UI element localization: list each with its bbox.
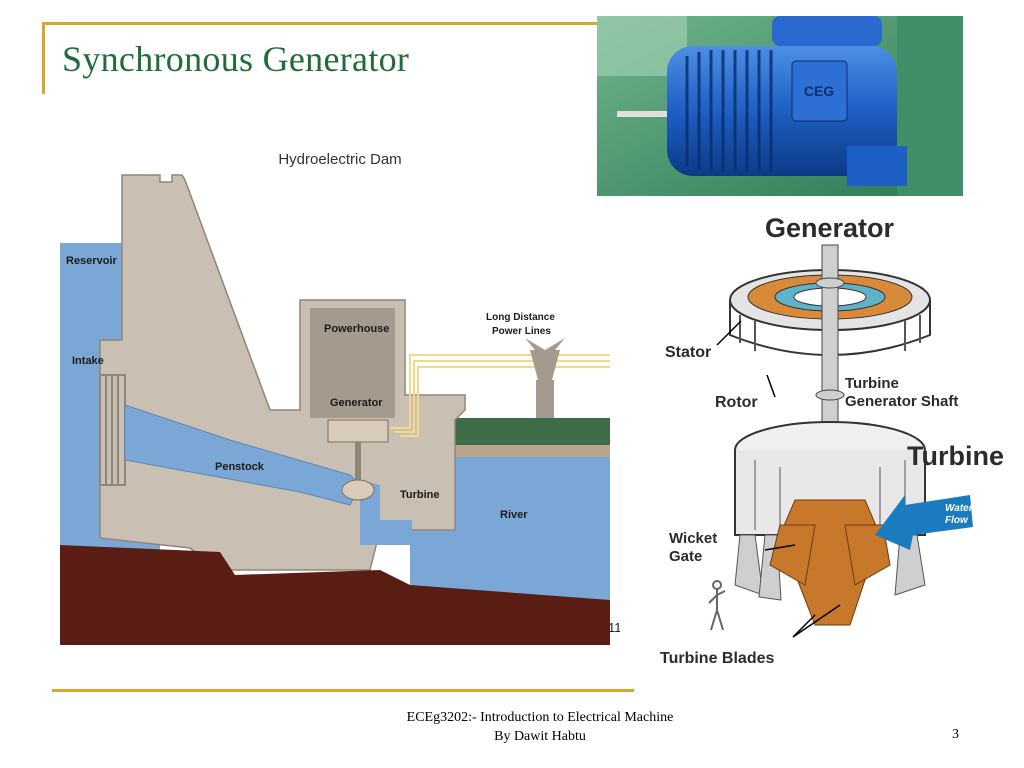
label-shaft-1: Turbine (845, 375, 899, 392)
draft-tube (360, 480, 412, 545)
generator-turbine-diagram: Generator Stator Rotor Turbine Generator… (660, 213, 1004, 667)
label-generator: Generator (330, 397, 383, 409)
slide-title: Synchronous Generator (62, 39, 410, 79)
footer-text: ECEg3202:- Introduction to Electrical Ma… (340, 708, 740, 746)
turbine-blades (769, 499, 891, 626)
turbine-unit (341, 479, 375, 501)
label-rotor: Rotor (715, 394, 758, 411)
label-stator: Stator (665, 344, 711, 361)
intake-grate (99, 374, 126, 486)
label-power-lines-2: Power Lines (492, 326, 551, 337)
label-wicket-2: Gate (669, 548, 702, 565)
powerhouse (310, 308, 395, 418)
footer-author: By Dawit Habtu (494, 729, 586, 744)
title-accent-rule (42, 22, 602, 25)
label-intake: Intake (72, 355, 104, 367)
transmission-tower (525, 338, 565, 418)
label-powerhouse: Powerhouse (324, 323, 389, 335)
corner-mark: 11 (608, 620, 620, 635)
label-water-1: Water (945, 503, 974, 514)
motor-shaft (617, 111, 677, 117)
power-lines (390, 354, 610, 437)
page-number: 3 (952, 727, 959, 742)
label-turbine-blades: Turbine Blades (660, 650, 774, 667)
dam-diagram-title: Hydroelectric Dam (278, 151, 401, 168)
generator-title: Generator (765, 213, 895, 243)
label-water-2: Flow (945, 515, 969, 526)
label-turbine-big: Turbine (907, 441, 1004, 471)
river-bank (455, 418, 610, 450)
hydroelectric-dam-diagram: Hydroelectric Dam Reservoir Intake Power… (60, 151, 620, 645)
label-penstock: Penstock (215, 461, 265, 473)
motor-photo: CEG (597, 16, 963, 196)
label-reservoir: Reservoir (66, 255, 117, 267)
footer-rule (52, 689, 634, 692)
label-wicket-1: Wicket (669, 530, 717, 547)
water-flow-arrow (875, 495, 973, 550)
person-scale-figure (708, 580, 726, 631)
generator-unit (327, 419, 389, 443)
label-turbine: Turbine (400, 489, 440, 501)
footer-course: ECEg3202:- Introduction to Electrical Ma… (406, 710, 674, 725)
title-accent-bar (42, 22, 45, 94)
motor-nameplate: CEG (804, 83, 834, 99)
label-river: River (500, 509, 528, 521)
label-power-lines: Long Distance (486, 312, 555, 323)
ground (60, 545, 610, 645)
label-shaft-2: Generator Shaft (845, 393, 958, 410)
